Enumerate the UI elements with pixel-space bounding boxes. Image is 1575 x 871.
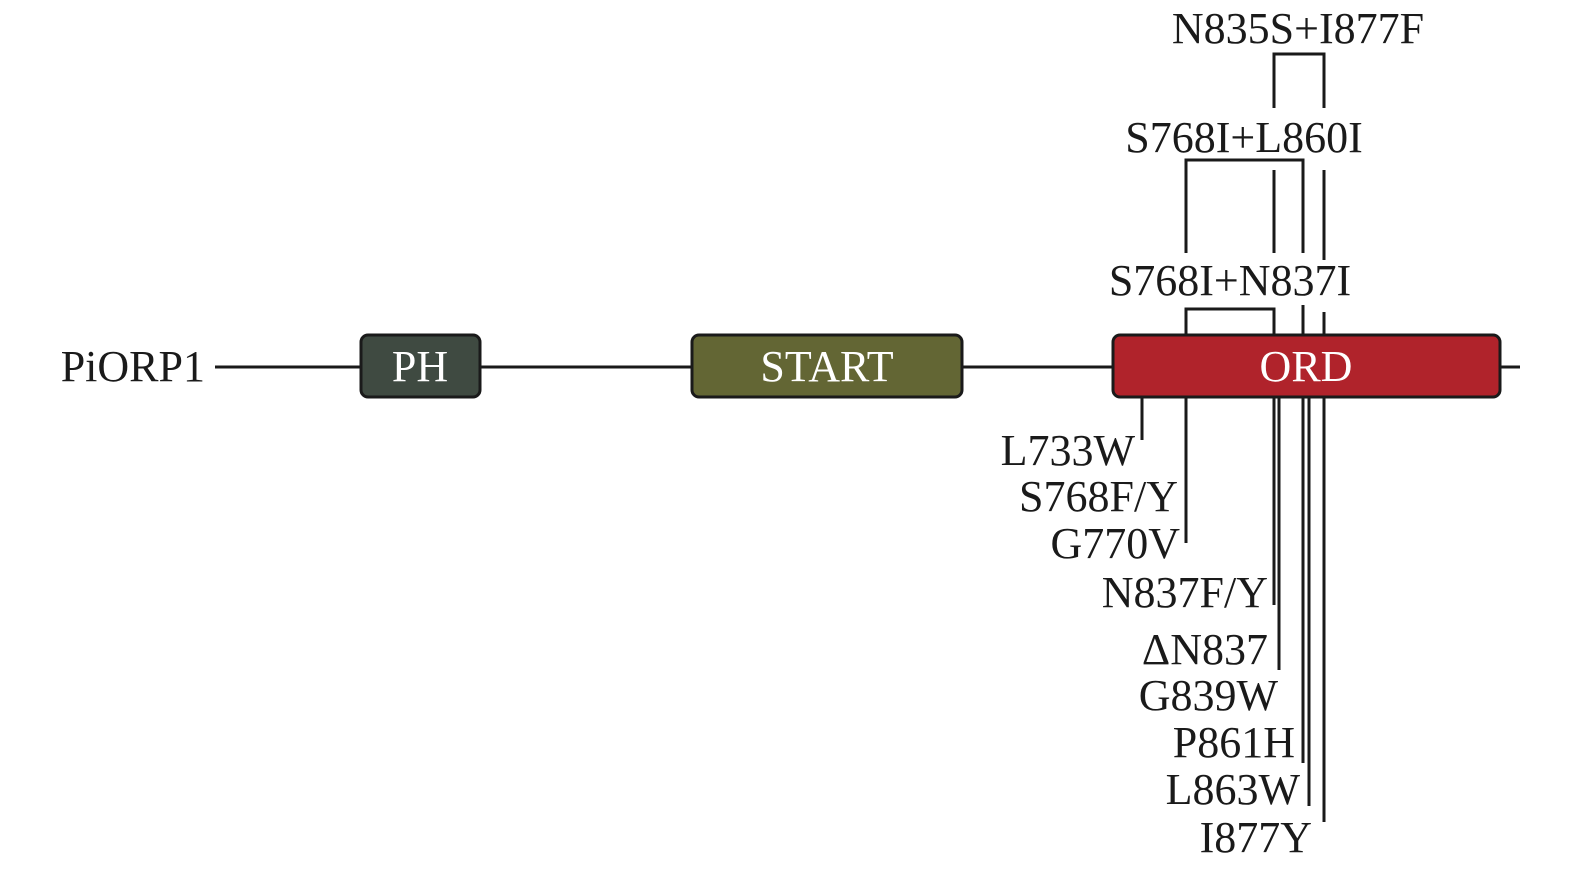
domain-start: START (690, 333, 964, 399)
single-n837fy: N837F/Y (1102, 397, 1276, 617)
combo-bracket (1184, 158, 1305, 253)
mutation-label: I877Y (1200, 813, 1312, 862)
mutation-label: N837F/Y (1102, 568, 1268, 617)
mutation-label: L733W (1001, 426, 1136, 475)
single-l863w: L863W (1166, 397, 1311, 814)
combo-label: S768I+N837I (1109, 256, 1351, 305)
single-l733w: L733W (1001, 397, 1144, 475)
combo-s768i-n837i: S768I+N837I (1109, 256, 1351, 335)
combo-n835s-i877f: N835S+I877F (1172, 4, 1424, 335)
combo-label: N835S+I877F (1172, 4, 1424, 53)
domain-ord: ORD (1111, 333, 1502, 399)
domain-ph-label: PH (392, 342, 448, 391)
combo-bracket (1272, 52, 1326, 108)
mutation-label: P861H (1173, 718, 1295, 767)
mutation-label: G770V (1050, 519, 1180, 568)
combo-bracket (1184, 307, 1276, 335)
mutation-label: ΔN837 (1142, 625, 1268, 674)
domain-ord-label: ORD (1260, 342, 1353, 391)
domain-start-box (690, 333, 964, 399)
domain-ord-box (1111, 333, 1502, 399)
single-dn837: ΔN837 (1142, 397, 1281, 674)
domain-ph-box (359, 333, 482, 399)
combo-s768i-l860i: S768I+L860I (1125, 113, 1363, 335)
single-i877y: I877Y (1200, 397, 1326, 862)
single-g770v: G770V (1050, 519, 1180, 568)
single-s768fy: S768F/Y (1019, 397, 1188, 543)
single-p861h: P861H (1173, 397, 1305, 767)
mutation-label: S768F/Y (1019, 472, 1178, 521)
domain-ph: PH (359, 333, 482, 399)
mutation-label: L863W (1166, 765, 1301, 814)
combo-label: S768I+L860I (1125, 113, 1362, 162)
mutation-label: G839W (1139, 671, 1279, 720)
domain-start-label: START (760, 342, 893, 391)
protein-name: PiORP1 (61, 342, 205, 391)
single-g839w: G839W (1139, 671, 1279, 720)
